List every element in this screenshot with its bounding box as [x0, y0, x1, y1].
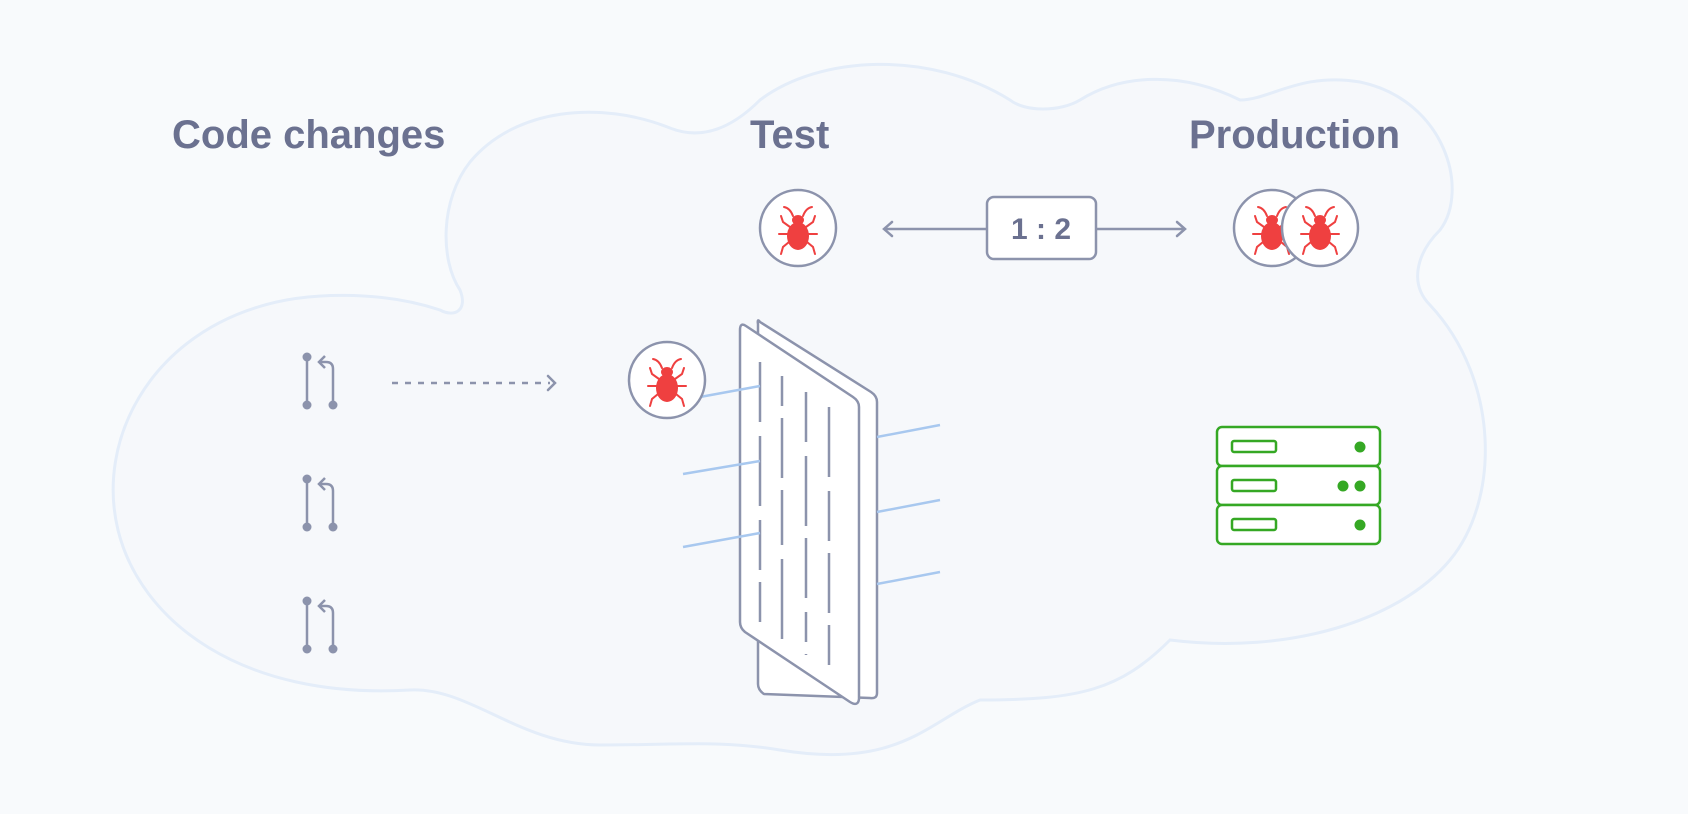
- ratio-connector: [882, 220, 1187, 238]
- ratio-box: [985, 195, 1098, 261]
- server-rack-icon: [1215, 425, 1382, 546]
- code-changes-heading: Code changes: [172, 113, 445, 157]
- test-heading: Test: [750, 113, 829, 157]
- bug-icon: [627, 340, 707, 420]
- production-heading: Production: [1189, 113, 1400, 157]
- dotted-arrow: [392, 374, 557, 392]
- bug-icon: [758, 188, 838, 268]
- test-filter-icon: [682, 319, 941, 706]
- bug-icon: [1280, 188, 1360, 268]
- ratio-label: 1 : 2: [1011, 213, 1071, 246]
